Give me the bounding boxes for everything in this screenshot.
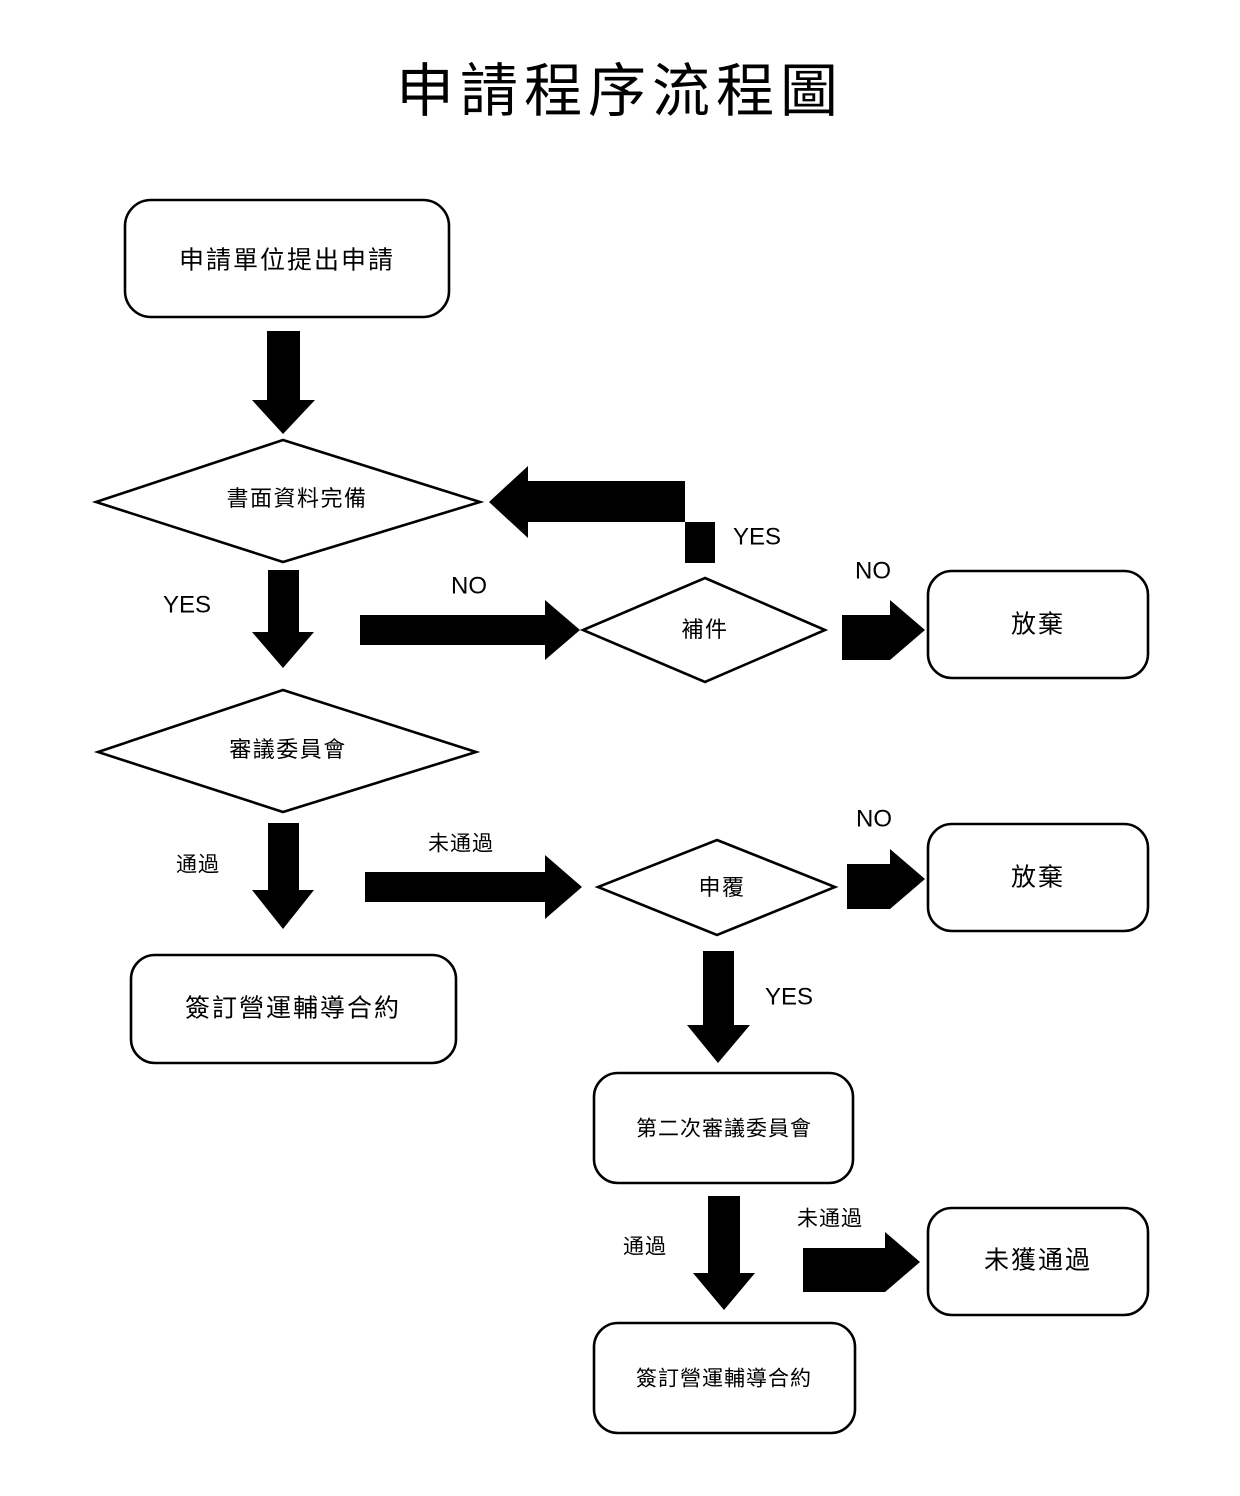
edge-label-pass-1: 通過 (176, 853, 220, 877)
edge-label-yes-3: YES (765, 983, 813, 1010)
node-review-committee[interactable]: 審議委員會 (93, 688, 481, 814)
node-abandon-1-shape (926, 569, 1150, 680)
edge-label-no-1: NO (451, 572, 487, 599)
node-appeal-label: 申覆 (698, 876, 745, 901)
edge-docs-to-committee-arrow (252, 570, 314, 668)
node-abandon-2-label: 放棄 (1011, 863, 1065, 892)
edge-label-fail-1: 未通過 (428, 832, 494, 856)
node-abandon-2[interactable]: 放棄 (926, 822, 1150, 933)
node-sign-contract-1-label: 簽訂營運輔導合約 (185, 994, 401, 1023)
edge-docs-to-supplement-arrow (360, 600, 580, 660)
node-review-committee-shape (93, 688, 481, 814)
node-sign-contract-1[interactable]: 簽訂營運輔導合約 (129, 953, 458, 1065)
edge-label-no-2: NO (855, 557, 891, 584)
node-apply-submit-shape (123, 198, 451, 319)
node-review-committee-label: 審議委員會 (229, 738, 347, 763)
edge-committee-to-appeal-arrow (365, 855, 582, 919)
edge-appeal-to-abandon-arrow (847, 849, 925, 909)
edge-second-committee-to-contract-arrow (693, 1196, 755, 1310)
edge-committee-to-contract-arrow (252, 823, 314, 929)
edge-label-yes-2: YES (733, 523, 781, 550)
edge-supplement-back-to-docs-arrow (489, 466, 715, 563)
node-appeal-shape (594, 838, 839, 937)
node-docs-complete-shape (91, 438, 485, 564)
node-supplement[interactable]: 補件 (579, 576, 829, 684)
node-abandon-2-shape (926, 822, 1150, 933)
edge-label-yes-1: YES (163, 591, 211, 618)
node-sign-contract-1-shape (129, 953, 458, 1065)
node-second-committee-label: 第二次審議委員會 (636, 1117, 812, 1141)
edge-label-no-3: NO (856, 805, 892, 832)
edge-second-committee-to-not-passed-arrow (803, 1232, 920, 1292)
edge-label-pass-2: 通過 (623, 1235, 667, 1259)
node-supplement-shape (579, 576, 829, 684)
node-not-passed-label: 未獲通過 (984, 1246, 1092, 1275)
node-docs-complete-label: 書面資料完備 (226, 487, 367, 512)
node-sign-contract-2[interactable]: 簽訂營運輔導合約 (592, 1321, 857, 1435)
node-docs-complete[interactable]: 書面資料完備 (91, 438, 485, 564)
node-sign-contract-2-shape (592, 1321, 857, 1435)
edge-apply-to-docs-arrow (252, 331, 315, 434)
node-not-passed-shape (926, 1206, 1150, 1317)
node-second-committee-shape (592, 1071, 855, 1185)
node-supplement-label: 補件 (681, 618, 728, 643)
node-abandon-1-label: 放棄 (1011, 610, 1065, 639)
node-abandon-1[interactable]: 放棄 (926, 569, 1150, 680)
node-appeal[interactable]: 申覆 (594, 838, 839, 937)
node-second-committee[interactable]: 第二次審議委員會 (592, 1071, 855, 1185)
edge-appeal-to-second-committee-arrow (687, 951, 750, 1063)
node-apply-submit[interactable]: 申請單位提出申請 (123, 198, 451, 319)
node-apply-submit-label: 申請單位提出申請 (179, 246, 395, 275)
node-sign-contract-2-label: 簽訂營運輔導合約 (636, 1367, 812, 1391)
page-title: 申請程序流程圖 (396, 57, 844, 125)
edge-supplement-to-abandon-arrow (842, 600, 925, 660)
node-not-passed[interactable]: 未獲通過 (926, 1206, 1150, 1317)
edge-label-fail-2: 未通過 (797, 1207, 863, 1231)
